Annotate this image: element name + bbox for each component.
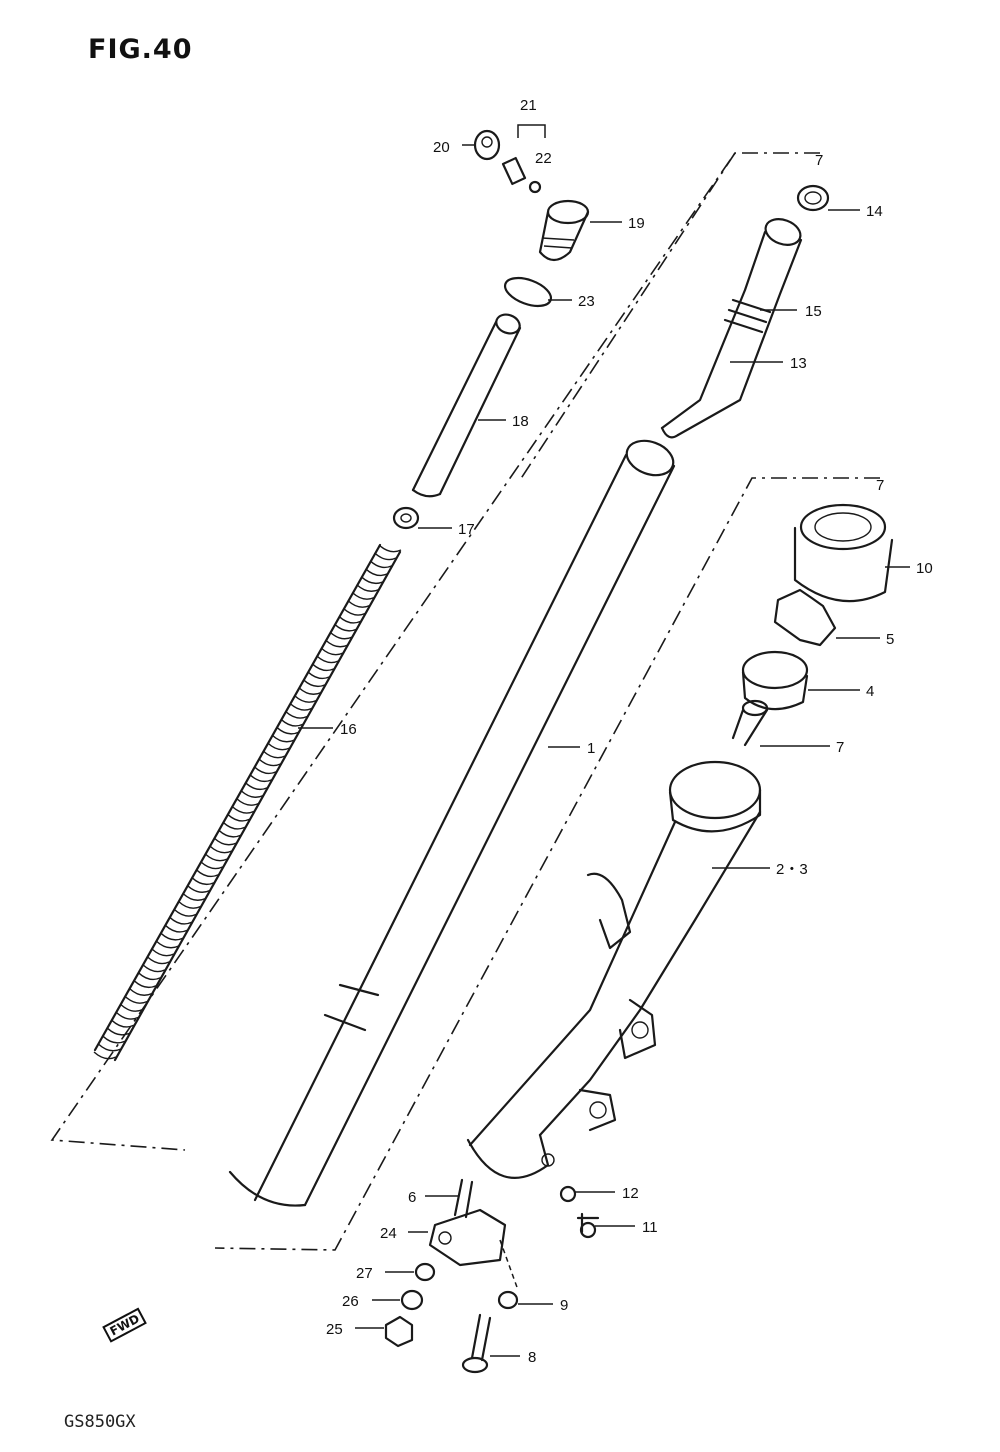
part-13-damper-rod	[660, 218, 803, 439]
callout-2-3: 2・3	[776, 861, 808, 878]
part-4-oil-seal	[741, 650, 809, 711]
part-21-22-air-valve	[501, 156, 542, 194]
callout-7-mid: 7	[876, 477, 884, 494]
outline-spring-group	[519, 152, 736, 481]
outline-outer-group	[214, 477, 880, 1251]
part-8-drain-bolt	[461, 1313, 492, 1374]
callout-10: 10	[916, 560, 933, 577]
callout-1: 1	[587, 740, 595, 757]
model-code: GS850GX	[64, 1412, 136, 1432]
part-1-inner-tube	[228, 439, 676, 1207]
part-24-axle-holder	[428, 1208, 507, 1267]
assembly-outlines	[50, 152, 880, 1251]
part-27-washer	[414, 1262, 436, 1282]
callout-20: 20	[433, 139, 450, 156]
leader-lines	[298, 124, 910, 1357]
callout-17: 17	[458, 521, 475, 538]
part-18-spacer-tube	[411, 313, 522, 498]
callout-14: 14	[866, 203, 883, 220]
part-23-o-ring	[503, 276, 553, 308]
part-9-washer	[497, 1290, 519, 1310]
callout-19: 19	[628, 215, 645, 232]
callout-7-low: 7	[836, 739, 844, 756]
callout-6: 6	[408, 1189, 416, 1206]
part-14-rebound-spring-seat	[796, 184, 830, 212]
callout-22: 22	[535, 150, 552, 167]
part-26-spring-washer	[400, 1289, 424, 1311]
part-19-cap-bolt	[538, 199, 590, 262]
callout-8: 8	[528, 1349, 536, 1366]
callout-15: 15	[805, 303, 822, 320]
callout-27: 27	[356, 1265, 373, 1282]
callout-11: 11	[642, 1219, 658, 1236]
callout-21: 21	[520, 97, 537, 114]
part-7-oil-lock-piece	[731, 699, 769, 747]
callout-labels: 20 21 22 19 23 18 17 16 14 15 13 7 7 1 1…	[326, 97, 933, 1366]
callout-5: 5	[886, 631, 894, 648]
part-12-plug	[559, 1185, 577, 1203]
callout-18: 18	[512, 413, 529, 430]
callout-12: 12	[622, 1185, 639, 1202]
callout-24: 24	[380, 1225, 397, 1242]
part-15-piston-ring	[723, 298, 772, 334]
callout-13: 13	[790, 355, 807, 372]
callout-25: 25	[326, 1321, 343, 1338]
callout-16: 16	[340, 721, 357, 738]
part-5-oil-seal-stopper-ring	[773, 588, 837, 647]
part-25-nut	[384, 1315, 414, 1348]
outline-inner-group	[50, 152, 820, 1151]
part-20-cap-nut	[473, 129, 501, 161]
callout-7-top: 7	[815, 152, 823, 169]
part-6-axle-stud	[453, 1178, 474, 1219]
part-17-spring-washer	[392, 506, 420, 530]
callout-9: 9	[560, 1297, 568, 1314]
callout-26: 26	[342, 1293, 359, 1310]
part-10-dust-seal	[793, 503, 894, 603]
part-11-bolt	[576, 1212, 600, 1239]
part-2-3-outer-tube	[466, 760, 762, 1179]
callout-23: 23	[578, 293, 595, 310]
figure-title: FIG.40	[88, 34, 193, 65]
callout-4: 4	[866, 683, 874, 700]
part-16-fork-spring	[93, 543, 402, 1062]
